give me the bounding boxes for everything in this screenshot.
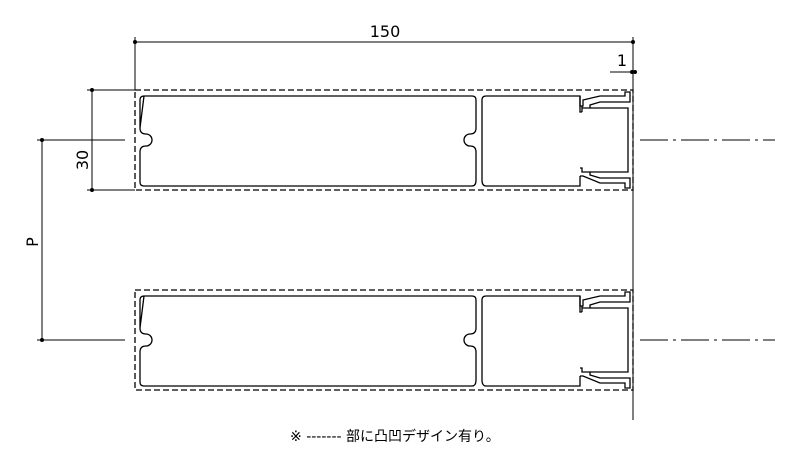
- profile-top: [134, 89, 634, 191]
- height-label: 30: [73, 150, 92, 170]
- design-note: ※ ------- 部に凸凹デザイン有り。: [290, 426, 500, 446]
- note-dash-sample: -------: [306, 429, 342, 445]
- note-text: 部に凸凹デザイン有り。: [346, 429, 500, 445]
- profile-bottom: [134, 289, 634, 391]
- pitch-label: P: [23, 237, 42, 247]
- thickness-label: 1: [617, 51, 627, 70]
- note-symbol: ※: [290, 429, 302, 445]
- width-label: 150: [370, 22, 401, 41]
